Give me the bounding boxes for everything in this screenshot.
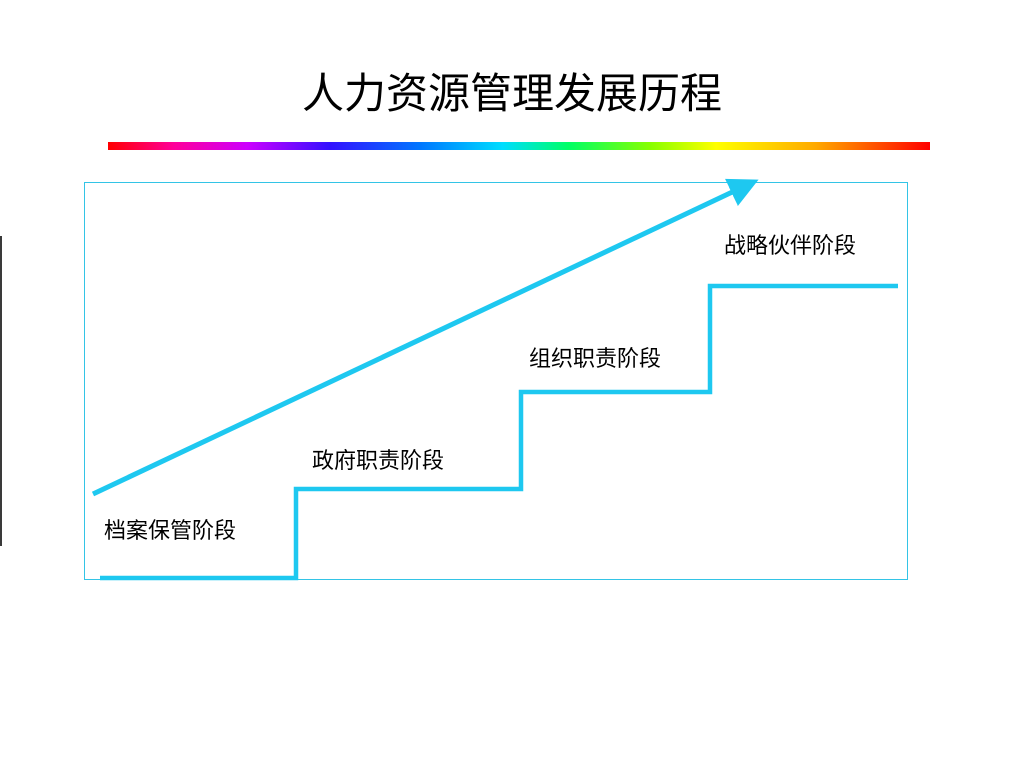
left-edge-line (0, 236, 2, 546)
slide-title: 人力资源管理发展历程 (301, 69, 722, 118)
rainbow-divider (108, 142, 930, 150)
growth-arrow (91, 178, 759, 497)
stage-label-archive: 档案保管阶段 (104, 519, 237, 544)
staircase-line (100, 283, 898, 581)
stage-label-organization: 组织职责阶段 (529, 347, 662, 372)
stage-label-government: 政府职责阶段 (312, 449, 445, 474)
diagram-frame (84, 182, 908, 580)
stage-label-strategic-partner: 战略伙伴阶段 (724, 234, 857, 259)
